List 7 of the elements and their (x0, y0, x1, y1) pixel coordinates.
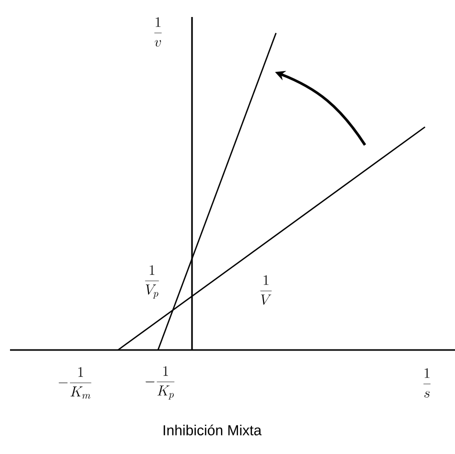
axis-label: $-\frac{1}{K_p}$ (146, 366, 174, 400)
axis-label: $\frac{1}{v}$ (154, 17, 162, 47)
caption: Inhibición Mixta (164, 424, 262, 436)
axis-label: $\frac{1}{V_p}$ (145, 265, 159, 298)
axis-label: $-\frac{1}{K_m}$ (58, 367, 92, 399)
axis-label: $\frac{1}{s}$ (423, 368, 431, 398)
axis-label: $\frac{1}{V}$ (260, 275, 272, 305)
